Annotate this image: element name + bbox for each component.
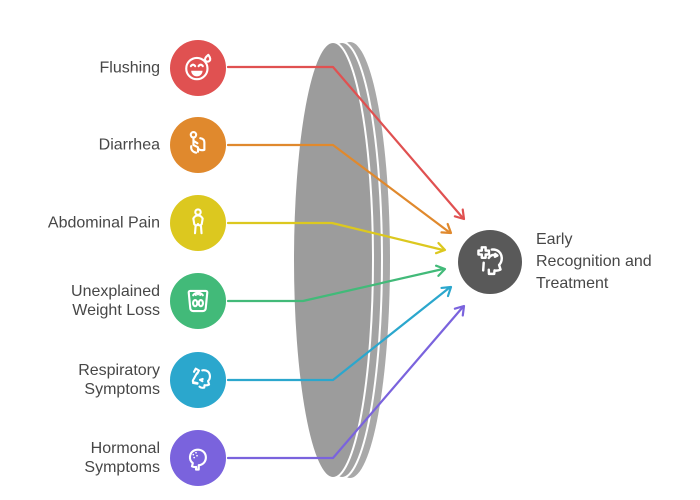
inhaler-face-icon: [170, 352, 226, 408]
symptom-label-diarrhea: Diarrhea: [98, 136, 160, 154]
arrow-head-icon: [440, 285, 453, 298]
connector-abdominal-pain: [226, 221, 447, 255]
arrow-head-icon: [434, 264, 447, 277]
arrow-head-icon: [434, 241, 447, 255]
person-holding-stomach-icon: [170, 195, 226, 251]
laughing-face-sweat-icon: [170, 40, 226, 96]
outcome-label: Early Recognition and Treatment: [536, 231, 652, 292]
lens-front-ellipse: [292, 41, 374, 479]
symptom-label-hormonal: Hormonal Symptoms: [84, 440, 160, 476]
symptom-label-abdominal-pain: Abdominal Pain: [47, 214, 160, 232]
connector-weight-loss: [226, 264, 447, 303]
arrow-head-icon: [453, 208, 466, 221]
symptom-label-weight-loss: Unexplained Weight Loss: [71, 283, 160, 319]
person-on-toilet-icon: [170, 117, 226, 173]
weight-scale-icon: [170, 273, 226, 329]
connector-hormonal: [226, 304, 466, 460]
lens-shape: [292, 41, 390, 479]
arrow-head-icon: [453, 304, 466, 317]
symptom-label-flushing: Flushing: [99, 59, 160, 77]
symptom-label-respiratory: Respiratory Symptoms: [78, 362, 160, 398]
connector-respiratory: [226, 285, 453, 382]
head-with-spots-icon: [170, 430, 226, 486]
head-with-medical-cross-icon: [458, 230, 522, 294]
arrow-head-icon: [440, 222, 453, 235]
connector-flushing: [226, 65, 466, 221]
connector-diarrhea: [226, 143, 453, 235]
